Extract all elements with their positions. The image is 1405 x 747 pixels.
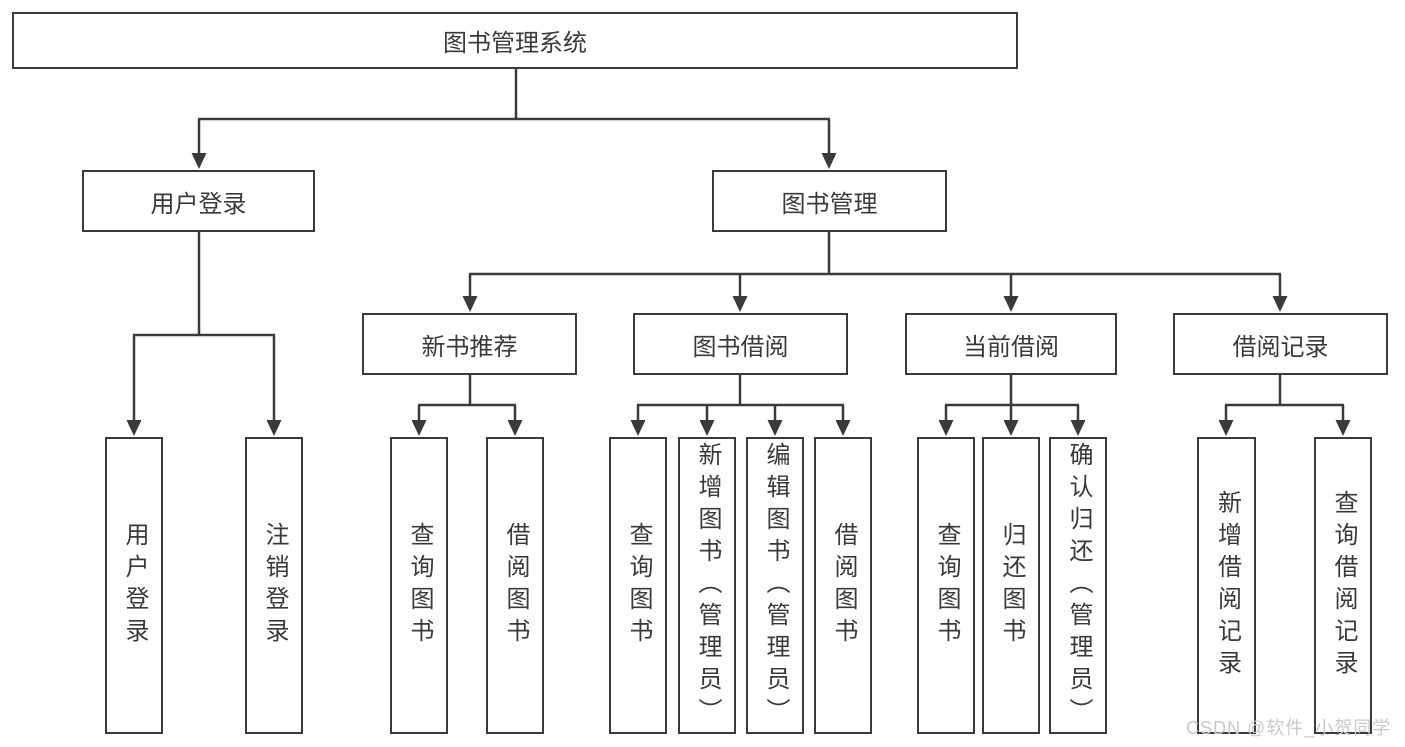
leaf-add-borrow-record: 新增借阅记录 [1197,437,1256,734]
leaf-return-books: 归还图书 [982,437,1040,734]
edge-user-login-to-leaves [126,232,282,436]
node-current-borrowing: 当前借阅 [905,313,1117,375]
edge-root-to-level2 [191,69,837,169]
leaf-edit-books-admin: 编辑图书（管理员） [746,437,804,734]
node-user-login-label: 用户登录 [150,190,247,218]
node-current-borrowing-label: 当前借阅 [963,333,1059,361]
leaf-query-books-1-label: 查询图书 [406,521,433,650]
edge-book-borrow-to-leaves [630,375,851,436]
leaf-query-borrow-record-label: 查询借阅记录 [1330,489,1357,682]
leaf-borrow-books-1-label: 借阅图书 [502,521,529,650]
node-book-management-label: 图书管理 [781,190,878,218]
csdn-watermark: CSDN @软件_小贺同学 [1186,718,1392,738]
leaf-query-books-2-label: 查询图书 [625,521,652,650]
node-borrowing-records-label: 借阅记录 [1232,333,1329,361]
edge-current-borrow-to-leaves [938,375,1086,436]
leaf-logout-label: 注销登录 [261,521,288,650]
node-new-book-recommend-label: 新书推荐 [421,333,518,361]
leaf-borrow-books-1: 借阅图书 [486,437,544,734]
leaf-edit-books-admin-label: 编辑图书（管理员） [762,441,789,730]
leaf-return-books-label: 归还图书 [998,521,1025,650]
edge-book-mgmt-to-level3 [462,232,1288,312]
node-user-login: 用户登录 [82,170,315,232]
node-root: 图书管理系统 [12,12,1018,69]
node-book-management: 图书管理 [712,170,947,232]
leaf-user-login: 用户登录 [105,437,163,734]
leaf-user-login-label: 用户登录 [121,521,148,650]
edge-borrow-record-to-leaves [1218,375,1351,436]
leaf-confirm-return-admin-label: 确认归还（管理员） [1065,441,1092,730]
leaf-confirm-return-admin: 确认归还（管理员） [1049,437,1107,734]
node-root-label: 图书管理系统 [443,30,587,57]
leaf-add-books-admin-label: 新增图书（管理员） [694,441,721,730]
node-book-borrowing-label: 图书借阅 [692,333,789,361]
node-book-borrowing: 图书借阅 [633,313,848,375]
leaf-add-borrow-record-label: 新增借阅记录 [1213,489,1241,682]
leaf-borrow-books-2-label: 借阅图书 [830,521,857,650]
edge-new-book-rec-to-leaves [411,375,523,436]
leaf-query-books-3-label: 查询图书 [933,521,960,650]
leaf-query-borrow-record: 查询借阅记录 [1314,437,1372,734]
leaf-query-books-1: 查询图书 [390,437,448,734]
leaf-query-books-2: 查询图书 [609,437,667,734]
leaf-add-books-admin: 新增图书（管理员） [678,437,736,734]
node-borrowing-records: 借阅记录 [1173,313,1388,375]
leaf-logout: 注销登录 [245,437,303,734]
leaf-query-books-3: 查询图书 [917,437,975,734]
leaf-borrow-books-2: 借阅图书 [814,437,872,734]
node-new-book-recommend: 新书推荐 [362,313,577,375]
